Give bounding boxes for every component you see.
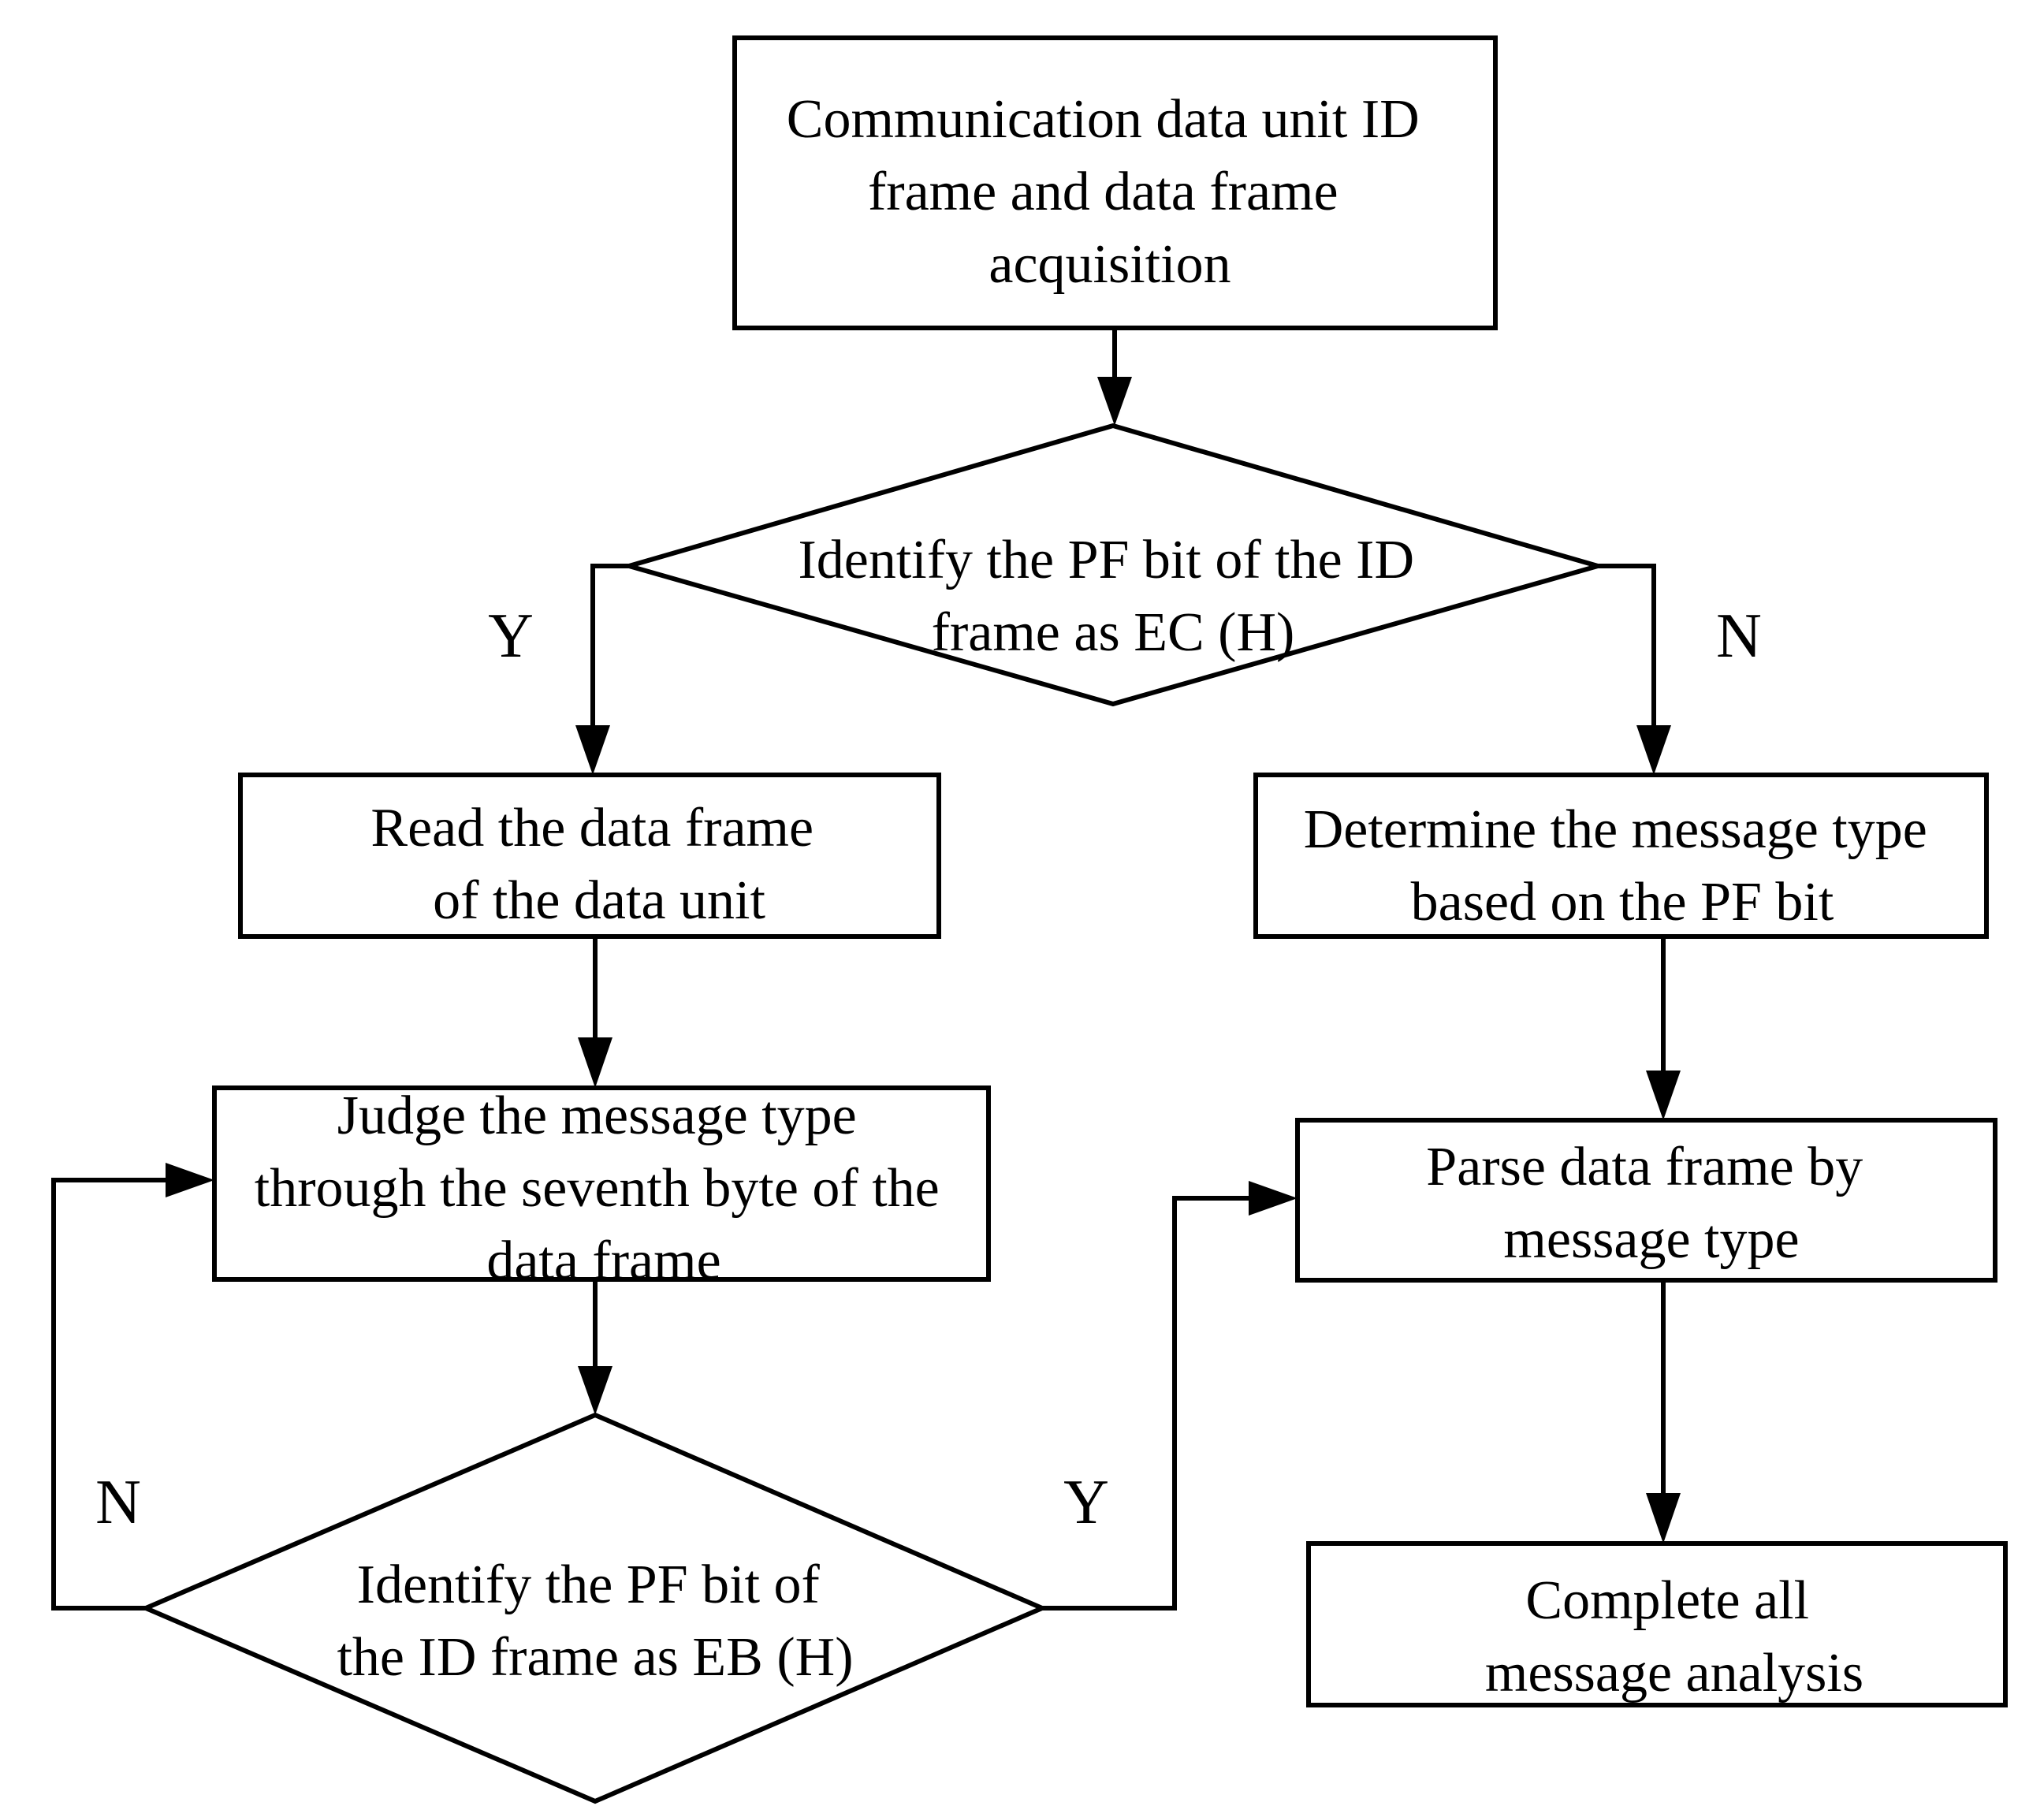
edge-eb-yes — [1042, 1196, 1250, 1611]
read-data-label: Read the data frame of the data unit — [370, 798, 827, 931]
parse-frame-label-line-2: message type — [1503, 1209, 1799, 1270]
complete-label: Complete all message analysis — [1485, 1570, 1863, 1704]
judge-type-box — [212, 1085, 991, 1282]
decision-ec-label: Identify the PF bit of the ID frame as E… — [798, 530, 1428, 663]
judge-type-label: Judge the message type through the seven… — [255, 1085, 953, 1291]
judge-type-label-line-2: through the seventh byte of the — [255, 1158, 940, 1219]
edge-ec-yes — [590, 564, 629, 727]
edge-label-eb-no: N — [95, 1468, 141, 1537]
arrowhead-determine-to-parse — [1646, 1071, 1681, 1120]
edge-label-ec-no: N — [1716, 601, 1762, 671]
parse-frame-label: Parse data frame by message type — [1426, 1137, 1876, 1270]
arrowhead-judge-to-eb — [578, 1366, 612, 1415]
edge-label-eb-yes: Y — [1063, 1468, 1109, 1537]
start-label-line-3: acquisition — [988, 234, 1230, 295]
arrowhead-ec-no — [1636, 725, 1671, 775]
arrowhead-eb-yes — [1249, 1181, 1298, 1216]
edge-label-ec-yes: Y — [488, 601, 534, 671]
read-data-label-line-1: Read the data frame — [370, 798, 814, 858]
read-data-box — [238, 773, 941, 939]
complete-box — [1306, 1541, 2008, 1707]
arrowhead-start-to-ec — [1097, 377, 1132, 426]
parse-frame-label-line-1: Parse data frame by — [1426, 1137, 1863, 1197]
arrowhead-ec-yes — [575, 725, 610, 775]
arrowhead-eb-no — [166, 1163, 214, 1197]
determine-type-box — [1253, 773, 1989, 939]
decision-eb-label-line-2: the ID frame as EB (H) — [337, 1627, 853, 1688]
start-label: Communication data unit ID frame and dat… — [787, 89, 1433, 295]
start-box — [732, 35, 1498, 330]
decision-ec-label-line-1: Identify the PF bit of the ID — [798, 530, 1414, 590]
decision-eb-label-line-1: Identify the PF bit of — [357, 1555, 821, 1615]
arrowhead-read-to-judge — [578, 1037, 612, 1088]
arrowhead-parse-to-complete — [1646, 1493, 1681, 1543]
determine-type-label: Determine the message type based on the … — [1304, 799, 1942, 933]
complete-label-line-1: Complete all — [1525, 1570, 1809, 1631]
judge-type-label-line-3: data frame — [486, 1231, 720, 1291]
judge-type-label-line-1: Judge the message type — [337, 1085, 857, 1146]
edge-ec-no — [1598, 564, 1656, 727]
decision-ec-label-line-2: frame as EC (H) — [932, 602, 1295, 663]
decision-eb-diamond — [140, 1412, 1048, 1804]
start-label-line-2: frame and data frame — [868, 162, 1338, 222]
decision-ec-diamond — [620, 423, 1607, 707]
parse-frame-box — [1295, 1118, 1997, 1283]
start-label-line-1: Communication data unit ID — [787, 89, 1420, 150]
complete-label-line-2: message analysis — [1485, 1643, 1863, 1704]
determine-type-label-line-2: based on the PF bit — [1411, 872, 1834, 933]
determine-type-label-line-1: Determine the message type — [1304, 799, 1927, 860]
read-data-label-line-2: of the data unit — [433, 870, 765, 931]
edge-eb-no — [51, 1178, 167, 1611]
decision-eb-label: Identify the PF bit of the ID frame as E… — [337, 1555, 853, 1688]
